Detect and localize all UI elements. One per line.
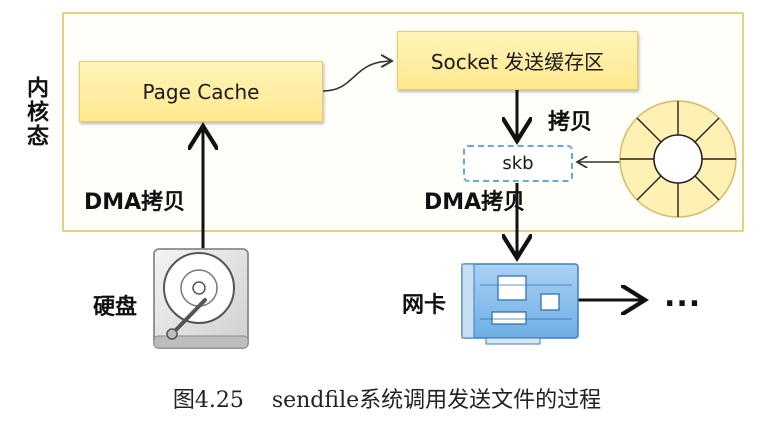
disk-label: 硬盘 [93, 295, 138, 320]
copy-label: 拷贝 [548, 110, 593, 135]
ring-buffer-icon [619, 100, 737, 218]
ellipsis-label: ... [664, 279, 702, 314]
dma-copy-label-right: DMA拷贝 [424, 190, 526, 215]
nic-label: 网卡 [402, 293, 447, 318]
socket-send-buffer-box: Socket 发送缓存区 [397, 31, 638, 90]
dma-copy-label-left: DMA拷贝 [84, 190, 186, 215]
kernel-mode-label: 内核态 [23, 76, 48, 148]
page-cache-box: Page Cache [79, 61, 323, 122]
figure-caption: 图4.25 sendfile系统调用发送文件的过程 [172, 388, 602, 413]
skb-box: skb [463, 145, 573, 182]
network-card-icon [461, 263, 579, 345]
hard-disk-icon [153, 248, 249, 349]
page-cache-to-socket-arrow [322, 61, 392, 92]
